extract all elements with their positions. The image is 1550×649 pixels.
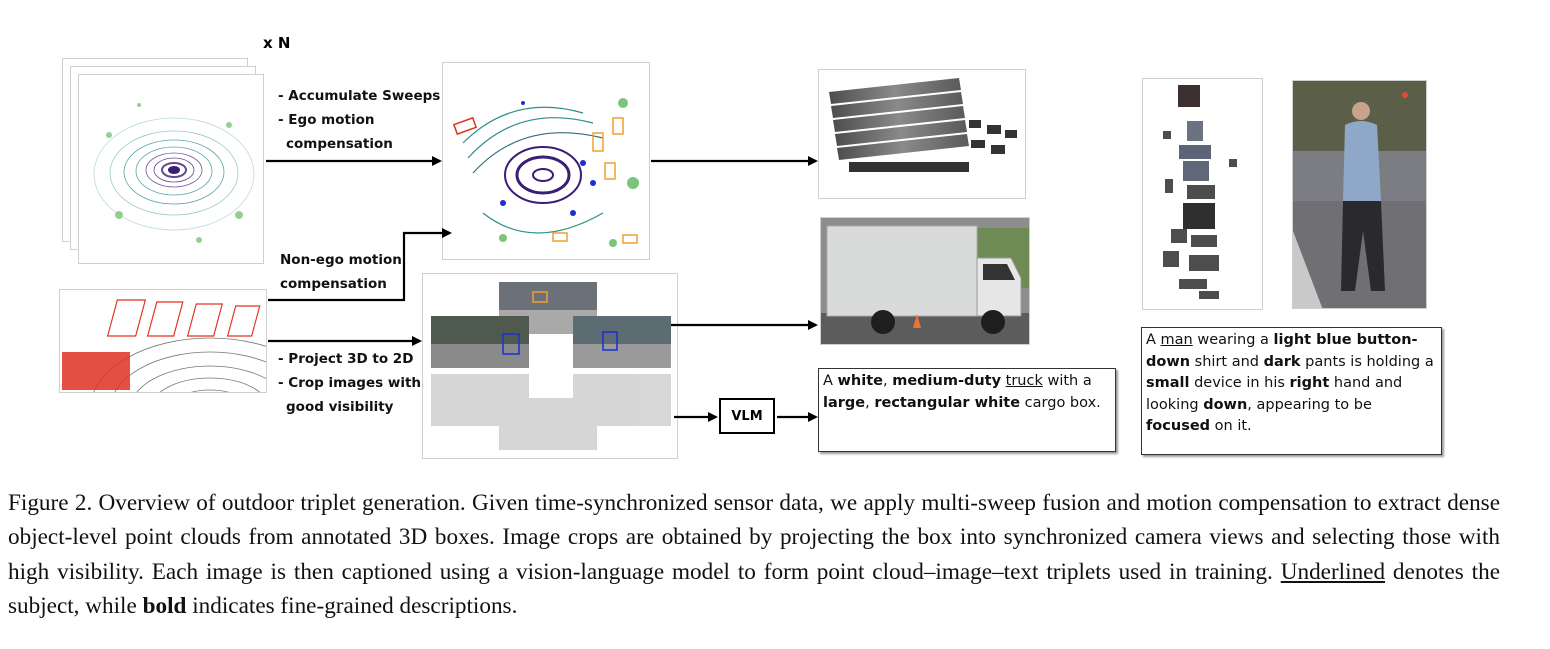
camera-views-image	[431, 282, 671, 450]
accumulate-ego-label: - Accumulate Sweeps - Ego motion compens…	[278, 84, 440, 156]
person-photo-image	[1293, 81, 1426, 308]
person-caption-box: A man wearing a light blue button-down s…	[1141, 327, 1442, 455]
camera-views-panel	[422, 273, 678, 459]
person-pointcloud-image	[1163, 85, 1237, 299]
nonego-compensation-text: compensation	[280, 276, 387, 292]
person-pointcloud-panel	[1142, 78, 1263, 310]
multiplier-label: x N	[263, 34, 291, 52]
truck-pointcloud-panel	[818, 69, 1026, 199]
accumulate-sweeps-text: - Accumulate Sweeps	[278, 88, 441, 104]
project-crop-label: - Project 3D to 2D - Crop images with go…	[278, 347, 421, 419]
ego-compensation-text: compensation	[286, 136, 393, 152]
good-visibility-text: good visibility	[286, 399, 394, 415]
figure-caption: Figure 2. Overview of outdoor triplet ge…	[8, 490, 1500, 620]
vlm-box: VLM	[719, 398, 775, 434]
truck-pointcloud-image	[829, 78, 1017, 172]
nonego-label: Non-ego motion compensation	[280, 248, 402, 296]
nonego-lidar-image	[62, 299, 266, 392]
sweep-frame-front	[78, 74, 264, 264]
nonego-lidar-panel	[59, 289, 267, 393]
crop-images-text: - Crop images with	[278, 375, 422, 391]
truck-photo-image	[821, 218, 1029, 344]
ego-motion-text: - Ego motion	[278, 112, 375, 128]
truck-caption-box: A white, medium-duty truck with a large,…	[818, 368, 1116, 452]
project-3d-text: - Project 3D to 2D	[278, 351, 414, 367]
nonego-motion-text: Non-ego motion	[280, 252, 402, 268]
person-photo-panel	[1292, 80, 1427, 309]
fused-scene-panel	[442, 62, 650, 260]
lidar-sweep-image	[93, 103, 255, 243]
truck-photo-panel	[820, 217, 1030, 345]
fused-lidar-image	[452, 98, 639, 247]
